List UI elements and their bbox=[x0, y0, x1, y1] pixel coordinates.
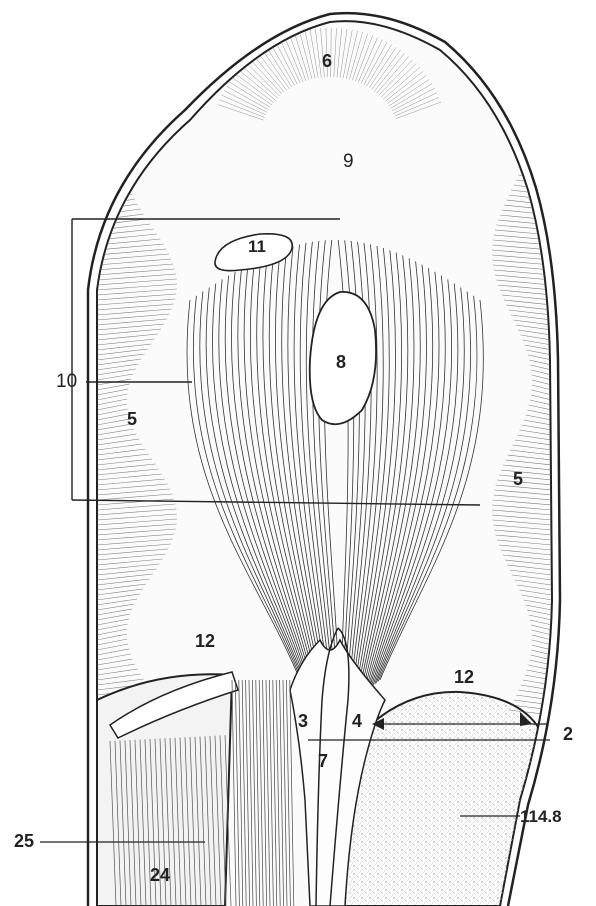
label-10: 10 bbox=[56, 372, 77, 391]
label-9: 9 bbox=[343, 152, 354, 171]
label-2: 2 bbox=[563, 725, 573, 743]
label-25: 25 bbox=[14, 832, 34, 850]
label-11: 11 bbox=[248, 238, 266, 255]
label-12-left: 12 bbox=[195, 632, 215, 650]
label-5-right: 5 bbox=[513, 470, 523, 488]
label-6: 6 bbox=[322, 52, 332, 70]
label-114-8: 114.8 bbox=[520, 808, 562, 825]
label-8: 8 bbox=[336, 353, 346, 371]
label-3: 3 bbox=[298, 712, 308, 730]
label-7: 7 bbox=[318, 752, 328, 770]
label-4: 4 bbox=[352, 712, 362, 730]
label-24: 24 bbox=[150, 866, 170, 884]
label-5-left: 5 bbox=[127, 410, 137, 428]
label-12-right: 12 bbox=[454, 668, 474, 686]
